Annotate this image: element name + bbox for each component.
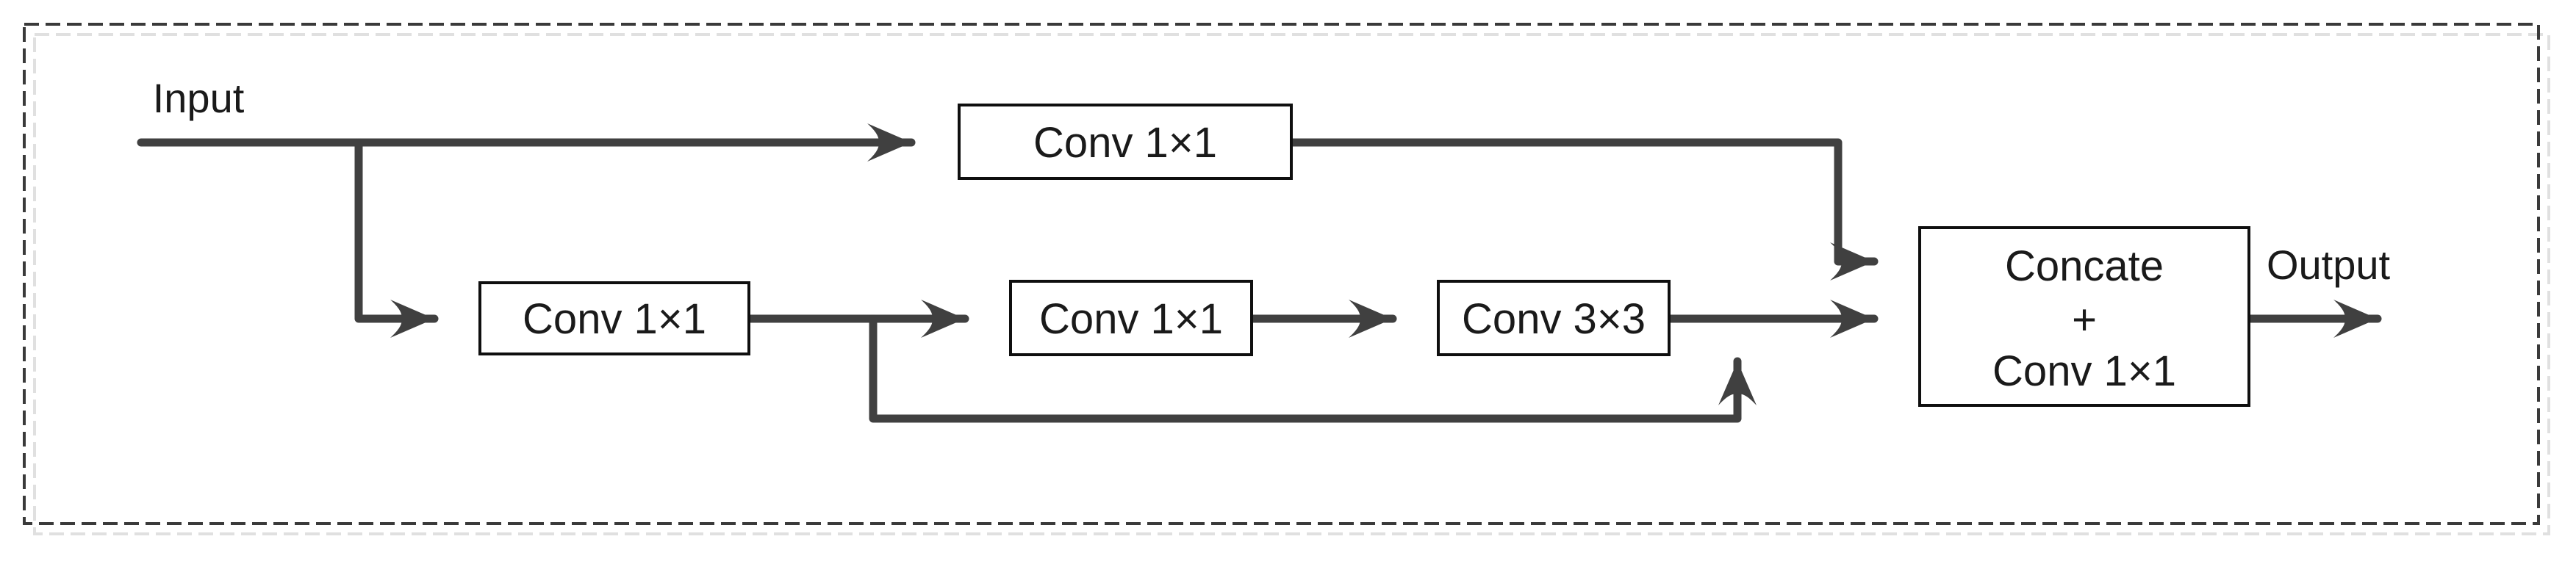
- arrow-top-conv-to-merge: [1287, 138, 1879, 281]
- node-conv3x3-box: [1437, 280, 1671, 356]
- node-conv3x3-label: Conv 3×3: [1462, 295, 1646, 343]
- dashed-border: [23, 23, 2540, 525]
- node-branch-conv1x1-a-box: [478, 281, 750, 355]
- node-branch-conv1x1-b-box: [1009, 280, 1253, 356]
- arrow-input-to-branch-conv-a: [354, 138, 439, 338]
- node-concate-conv1x1-box: [1918, 226, 2250, 407]
- input-label: Input: [153, 75, 245, 121]
- node-concate-line3: Conv 1×1: [1992, 347, 2176, 395]
- output-label: Output: [2267, 242, 2391, 288]
- node-concate-line2: +: [2072, 296, 2097, 344]
- dashed-border-shadow: [33, 33, 2550, 535]
- node-top-conv1x1: Conv 1×1: [958, 104, 1293, 180]
- node-branch-conv1x1-a-label: Conv 1×1: [523, 295, 706, 343]
- node-concate-conv1x1: Concate + Conv 1×1: [1918, 226, 2250, 407]
- node-top-conv1x1-box: [958, 104, 1293, 180]
- node-branch-conv1x1-b-label: Conv 1×1: [1039, 295, 1223, 343]
- node-concate-line1: Concate: [2005, 242, 2164, 290]
- node-top-conv1x1-label: Conv 1×1: [1033, 119, 1217, 167]
- node-branch-conv1x1-b: Conv 1×1: [1009, 280, 1253, 356]
- skip-connection-arrow: [869, 314, 1757, 423]
- node-branch-conv1x1-a: Conv 1×1: [478, 281, 750, 355]
- node-conv3x3: Conv 3×3: [1437, 280, 1671, 356]
